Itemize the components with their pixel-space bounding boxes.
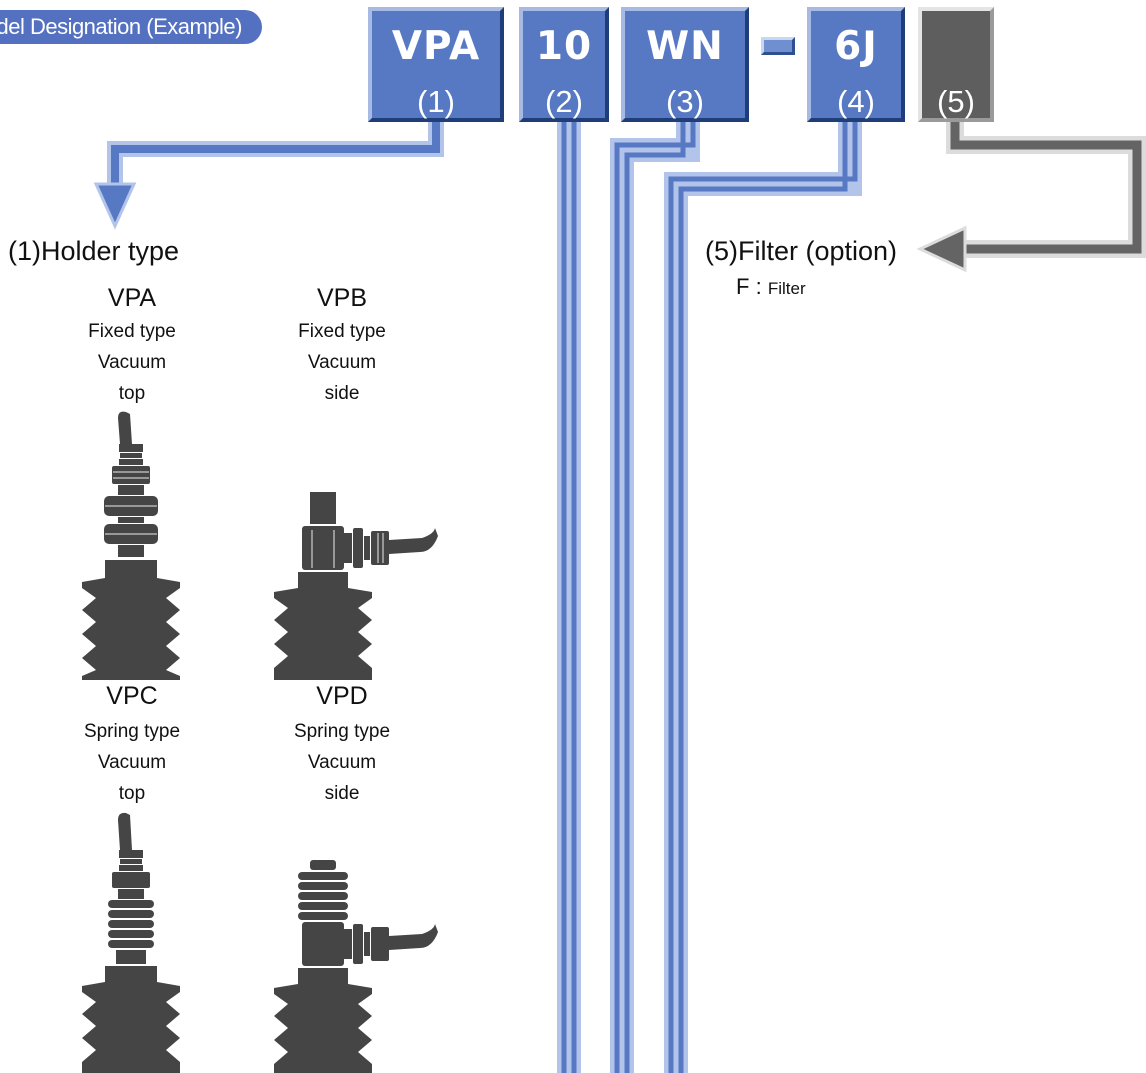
holder-vpc-model: VPC — [106, 682, 158, 710]
holder-vpc-icon — [82, 812, 180, 1073]
connector-1 — [93, 118, 444, 230]
segment-1-box: VPA (1) — [368, 7, 504, 122]
filter-option-sep: : — [755, 274, 762, 299]
segment-5-number: (5) — [937, 84, 975, 119]
holder-vpd-model: VPD — [316, 682, 368, 710]
holder-vpa-mount: Fixed type — [88, 321, 176, 342]
holder-vpd-vacuum: Vacuum — [307, 752, 377, 773]
segment-2-number: (2) — [545, 84, 583, 119]
segment-5-code — [922, 27, 990, 66]
holder-vpd-mount: Spring type — [293, 721, 391, 742]
holder-vpb-icon — [274, 492, 438, 680]
holder-vpa-port: top — [118, 383, 146, 404]
filter-option-code: F — [736, 274, 750, 299]
segment-3-box: WN (3) — [621, 7, 749, 122]
connector-2 — [557, 118, 581, 1073]
holder-vpc-vacuum: Vacuum — [97, 752, 167, 773]
holder-vpb-vacuum: Vacuum — [307, 352, 377, 373]
connector-5 — [916, 118, 1146, 273]
holder-vpd-port: side — [324, 783, 360, 804]
segment-4-box: 6J (4) — [807, 7, 905, 122]
holder-vpd-desc: Spring type Vacuum side — [262, 716, 422, 809]
holder-vpa-vacuum: Vacuum — [97, 352, 167, 373]
filter-option-label: Filter — [767, 279, 806, 298]
segment-3-code: WN — [646, 24, 724, 69]
hyphen-separator — [761, 37, 795, 55]
filter-title: (5)Filter (option) — [705, 236, 898, 266]
segment-1-number: (1) — [417, 84, 455, 119]
connector-4 — [664, 118, 862, 1073]
holder-vpc-desc: Spring type Vacuum top — [52, 716, 212, 809]
segment-2-box: 10 (2) — [519, 7, 609, 122]
holder-type-title: (1)Holder type — [8, 236, 180, 266]
holder-vpc-mount: Spring type — [83, 721, 181, 742]
segment-1-code: VPA — [391, 24, 481, 69]
holder-vpb-model: VPB — [316, 284, 368, 312]
model-designation-tag: del Designation (Example) — [0, 10, 262, 44]
segment-5-box: (5) — [918, 7, 994, 122]
holder-vpd-icon — [274, 860, 438, 1073]
holder-vpb-mount: Fixed type — [298, 321, 386, 342]
segment-4-number: (4) — [837, 84, 875, 119]
holder-vpa-desc: Fixed type Vacuum top — [52, 316, 212, 409]
holder-vpc-port: top — [118, 783, 146, 804]
segment-3-number: (3) — [666, 84, 704, 119]
segment-2-code: 10 — [535, 24, 593, 69]
holder-vpa-model: VPA — [107, 284, 157, 312]
connector-3 — [610, 118, 700, 1073]
holder-vpb-desc: Fixed type Vacuum side — [262, 316, 422, 409]
filter-option: F : Filter — [736, 274, 806, 300]
holder-vpb-port: side — [324, 383, 360, 404]
holder-vpa-icon — [82, 411, 180, 680]
segment-4-code: 6J — [834, 24, 878, 69]
